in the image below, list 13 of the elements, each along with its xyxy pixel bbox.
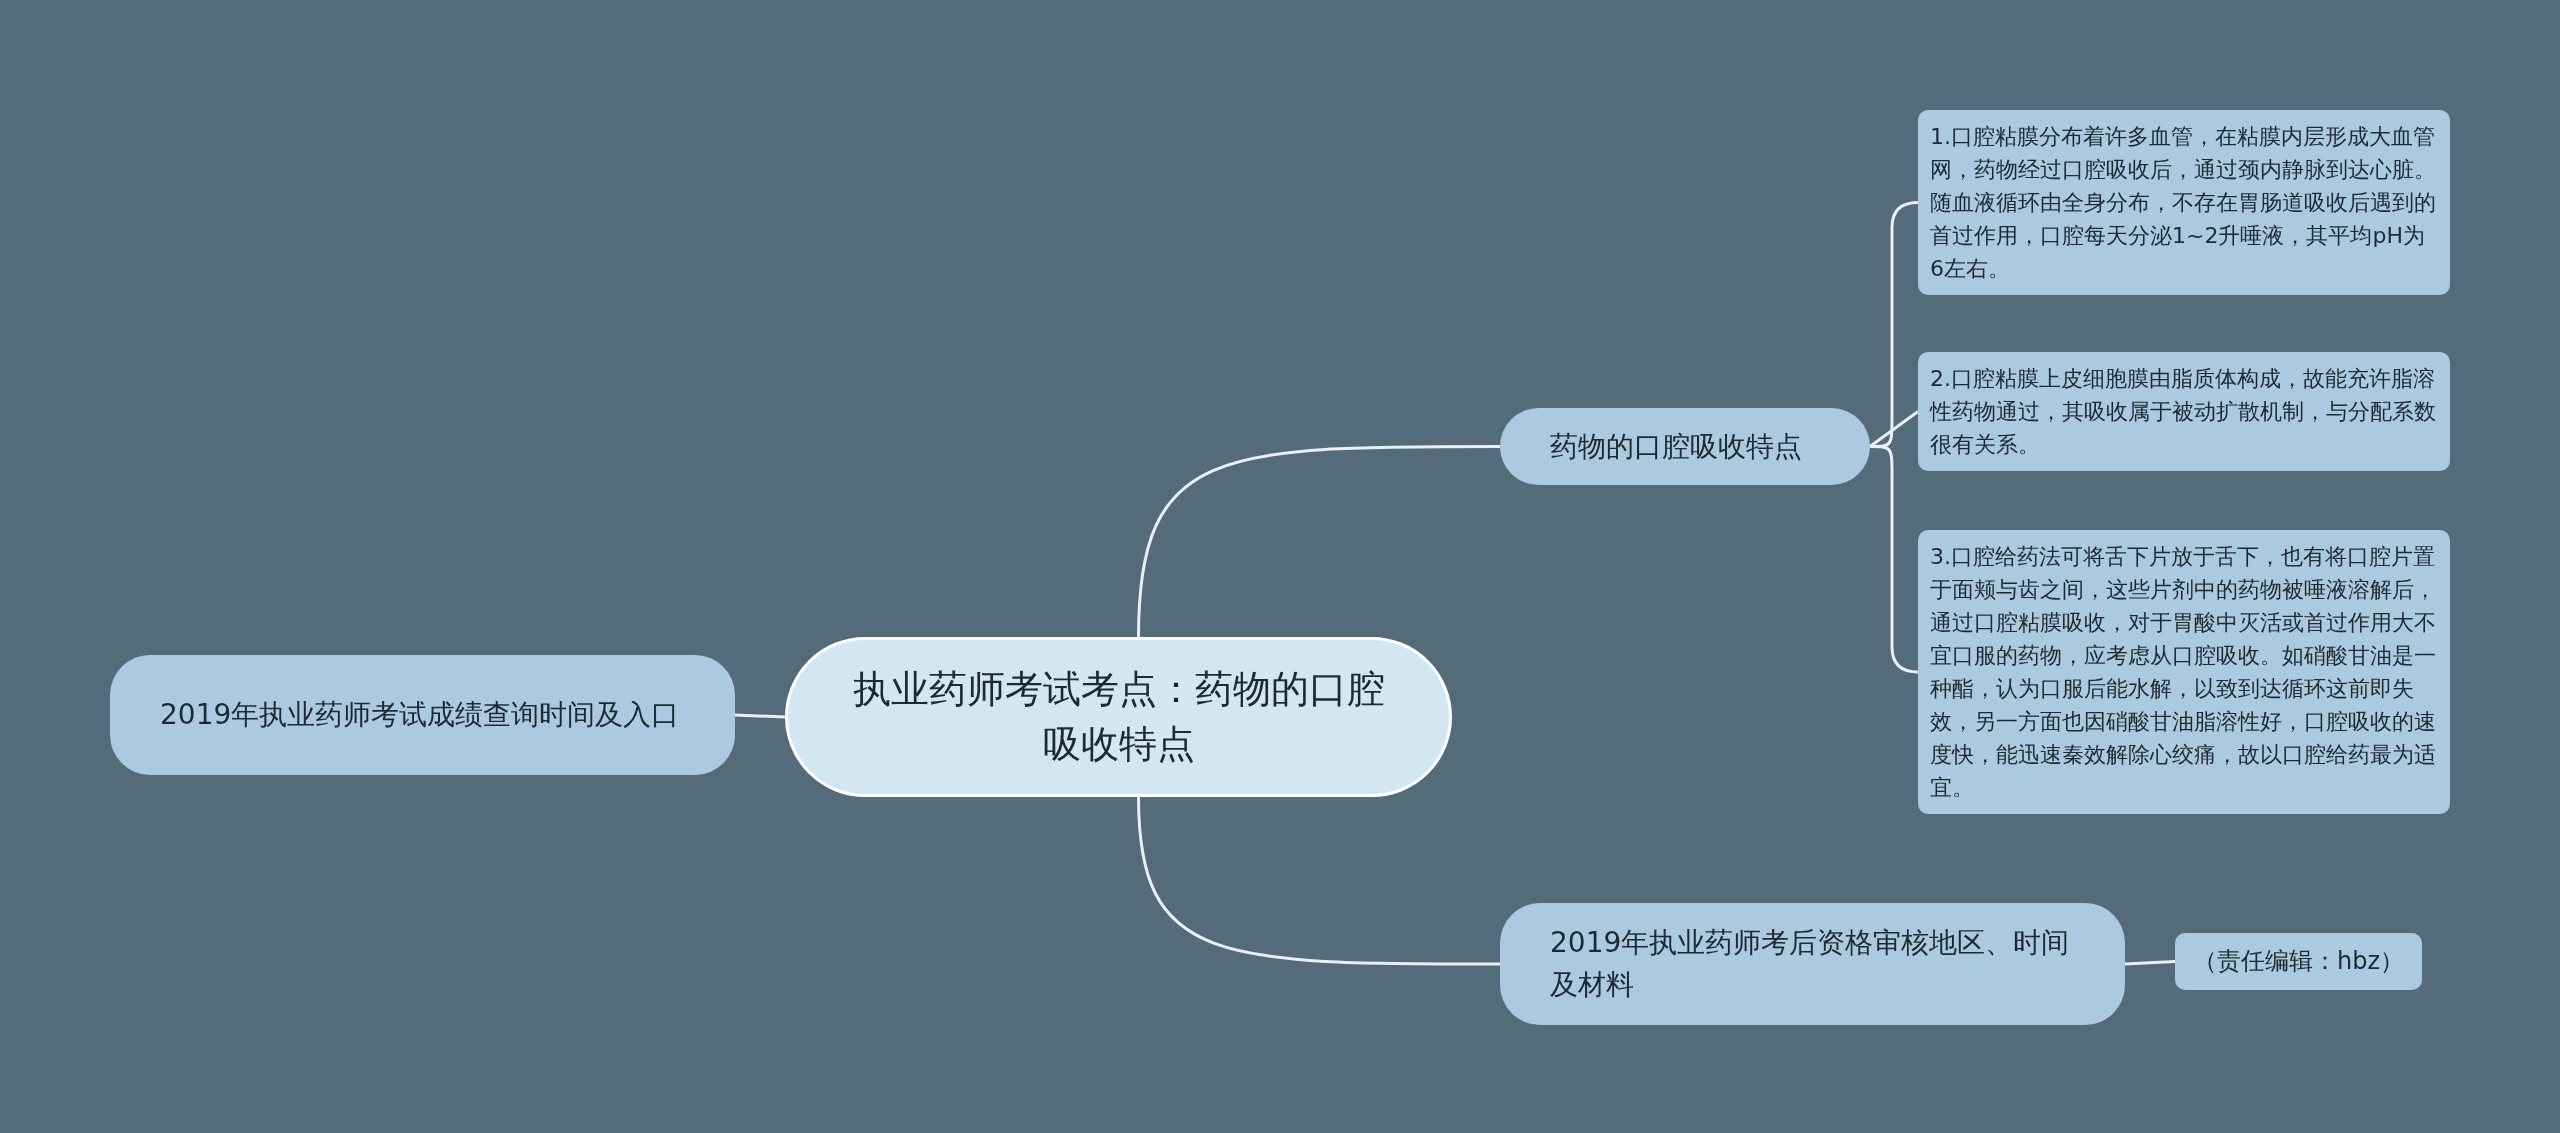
topic-box: 2019年执业药师考后资格审核地区、时间及材料 <box>1500 903 2125 1025</box>
connector-line <box>734 713 786 719</box>
text-box: 1.口腔粘膜分布着许多血管，在粘膜内层形成大血管网，药物经过口腔吸收后，通过颈内静脉到达心脏。随血液循环由全身分布，不存在胃肠道吸收后遇到的首过作用，口腔每天分泌1~2升唾液，其平均pH为6左右。 <box>1918 110 2450 295</box>
text-box: 3.口腔给药法可将舌下片放于舌下，也有将口腔片置于面颊与齿之间，这些片剂中的药物被唾液溶解后，通过口腔粘膜吸收，对于胃酸中灭活或首过作用大不宜口服的药物，应考虑从口腔吸收。如硝酸甘油是一种酯，认为口服后能水解，以致到达循环这前即失效，另一方面也因硝酸甘油脂溶性好，口腔吸收的速度快，能迅速秦效解除心绞痛，故以口腔给药最为适宜。 <box>1918 530 2450 814</box>
connector-line <box>1137 796 1500 966</box>
connector-line <box>1869 410 1919 448</box>
topic-box: 药物的口腔吸收特点 <box>1500 408 1870 485</box>
connector-line <box>1137 445 1500 638</box>
topic-box: 2019年执业药师考试成绩查询时间及入口 <box>110 655 735 775</box>
topic-box: 执业药师考试考点：药物的口腔吸收特点 <box>785 637 1452 797</box>
text-box: （责任编辑：hbz） <box>2175 933 2422 990</box>
text-box: 2.口腔粘膜上皮细胞膜由脂质体构成，故能充许脂溶性药物通过，其吸收属于被动扩散机制，与分配系数很有关系。 <box>1918 352 2450 471</box>
connector-line <box>2124 960 2176 966</box>
